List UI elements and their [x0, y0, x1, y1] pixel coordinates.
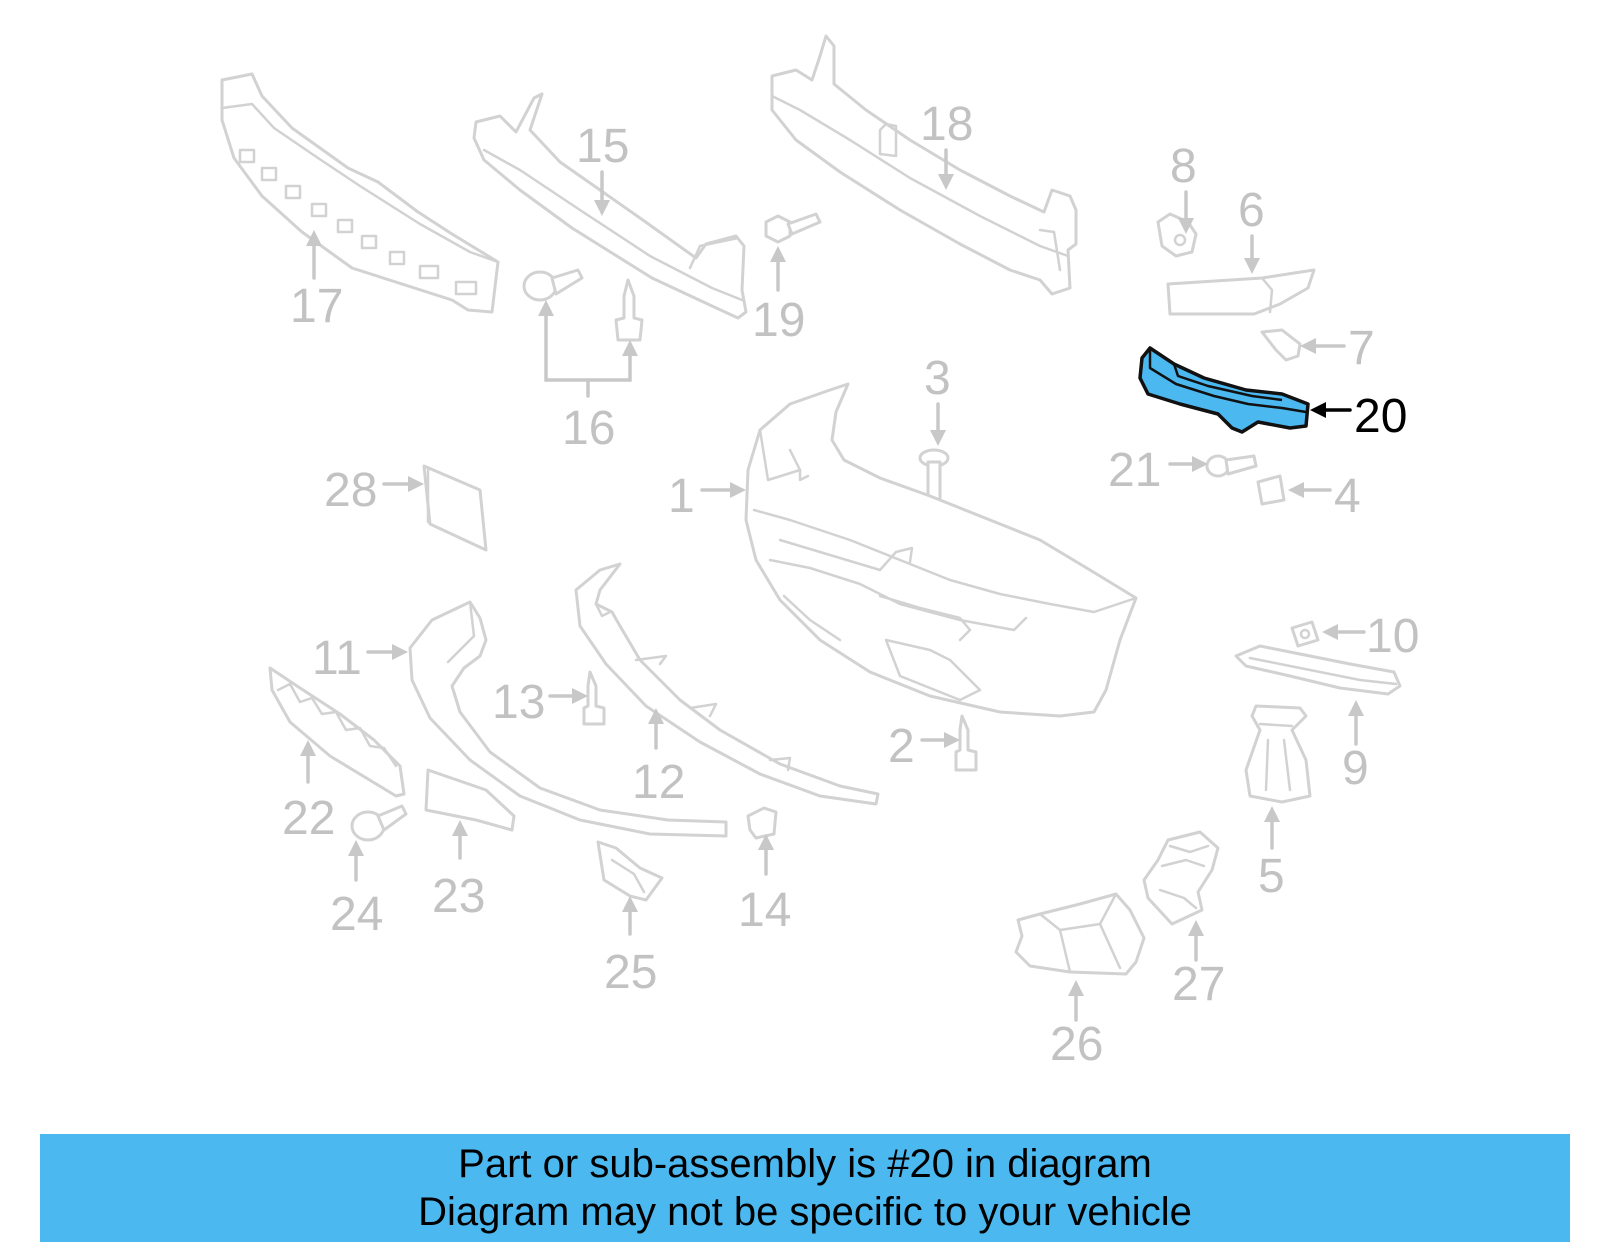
callout-arrow-2: [920, 732, 960, 748]
callout-arrow-14: [758, 834, 774, 876]
part-18-impact-bar: [770, 34, 1078, 296]
callout-arrow-9: [1348, 700, 1364, 746]
callout-14: 14: [738, 884, 791, 937]
callout-arrow-23: [452, 820, 468, 860]
callout-7: 7: [1348, 322, 1375, 375]
callout-10: 10: [1366, 610, 1419, 663]
callout-arrow-13: [548, 688, 588, 704]
callout-arrow-3: [930, 402, 946, 446]
callout-arrow-12: [648, 708, 664, 750]
callout-13: 13: [492, 676, 545, 729]
part-9-molding: [1234, 644, 1402, 696]
part-14-clip: [746, 806, 778, 840]
callout-arrow-28: [382, 476, 424, 492]
callout-8: 8: [1170, 140, 1197, 193]
callout-3: 3: [924, 352, 951, 405]
callout-arrow-19: [770, 246, 786, 292]
callout-arrow-11: [366, 644, 408, 660]
callout-bracket-16: [538, 300, 638, 398]
callout-arrow-5: [1264, 806, 1280, 850]
part-25-bracket: [596, 840, 664, 902]
part-7-screw: [1260, 328, 1302, 362]
callout-12: 12: [632, 756, 685, 809]
part-10-clip: [1290, 620, 1320, 648]
callout-1: 1: [668, 470, 695, 523]
part-11-molding: [408, 600, 728, 838]
callout-arrow-24: [348, 840, 364, 882]
callout-5: 5: [1258, 850, 1285, 903]
callout-arrow-17: [306, 230, 322, 280]
callout-arrow-27: [1188, 920, 1204, 962]
callout-23: 23: [432, 870, 485, 923]
callout-11: 11: [312, 632, 362, 685]
callout-arrow-22: [300, 740, 316, 784]
banner-line-part: Part or sub-assembly is #20 in diagram: [458, 1142, 1152, 1186]
callout-24: 24: [330, 888, 383, 941]
callout-28: 28: [324, 464, 377, 517]
callout-27: 27: [1172, 958, 1225, 1011]
callout-21: 21: [1108, 444, 1161, 497]
part-4-clip: [1256, 474, 1286, 506]
callout-arrow-1: [700, 482, 746, 498]
callout-20: 20: [1354, 390, 1407, 443]
part-1-bumper-cover: [744, 382, 1138, 718]
callout-arrow-8: [1178, 190, 1194, 234]
part-13-clip: [582, 670, 606, 726]
callout-arrow-26: [1068, 980, 1084, 1022]
callout-16: 16: [562, 402, 615, 455]
part-19-bolt: [764, 212, 822, 244]
callout-18: 18: [920, 98, 973, 151]
part-27-bracket: [1142, 830, 1220, 926]
callout-arrow-10: [1322, 624, 1366, 640]
callout-arrow-15: [594, 170, 610, 216]
part-20-highlighted: [1138, 346, 1310, 434]
callout-arrow-20: [1310, 402, 1352, 418]
part-12-valance: [574, 562, 880, 806]
callout-6: 6: [1238, 184, 1265, 237]
part-17-absorber: [220, 72, 500, 314]
part-5-cover: [1244, 704, 1312, 804]
banner-line-disclaimer: Diagram may not be specific to your vehi…: [418, 1190, 1192, 1234]
callout-arrow-18: [938, 148, 954, 190]
callout-15: 15: [576, 120, 629, 173]
callout-17: 17: [290, 280, 343, 333]
callout-22: 22: [282, 792, 335, 845]
part-28-plate-bracket: [422, 464, 488, 552]
part-23-cover-plate: [424, 768, 516, 832]
info-banner: Part or sub-assembly is #20 in diagram D…: [40, 1134, 1570, 1242]
part-22-grille: [268, 666, 406, 798]
part-2-clip: [954, 714, 978, 772]
part-6-bracket: [1166, 268, 1316, 316]
callout-19: 19: [752, 294, 805, 347]
callout-arrow-6: [1244, 234, 1260, 274]
part-21-screw: [1205, 454, 1258, 478]
callout-arrow-7: [1300, 338, 1346, 354]
callout-arrow-4: [1288, 482, 1332, 498]
callout-4: 4: [1334, 470, 1361, 523]
part-26-housing: [1014, 892, 1146, 976]
part-15-reinforcement: [472, 92, 748, 320]
callout-26: 26: [1050, 1018, 1103, 1071]
part-16-fasteners: [522, 268, 644, 342]
part-24-screw: [350, 804, 408, 842]
callout-25: 25: [604, 946, 657, 999]
callout-arrow-25: [622, 896, 638, 936]
callout-9: 9: [1342, 742, 1369, 795]
callout-2: 2: [888, 720, 915, 773]
callout-arrow-21: [1168, 456, 1208, 472]
